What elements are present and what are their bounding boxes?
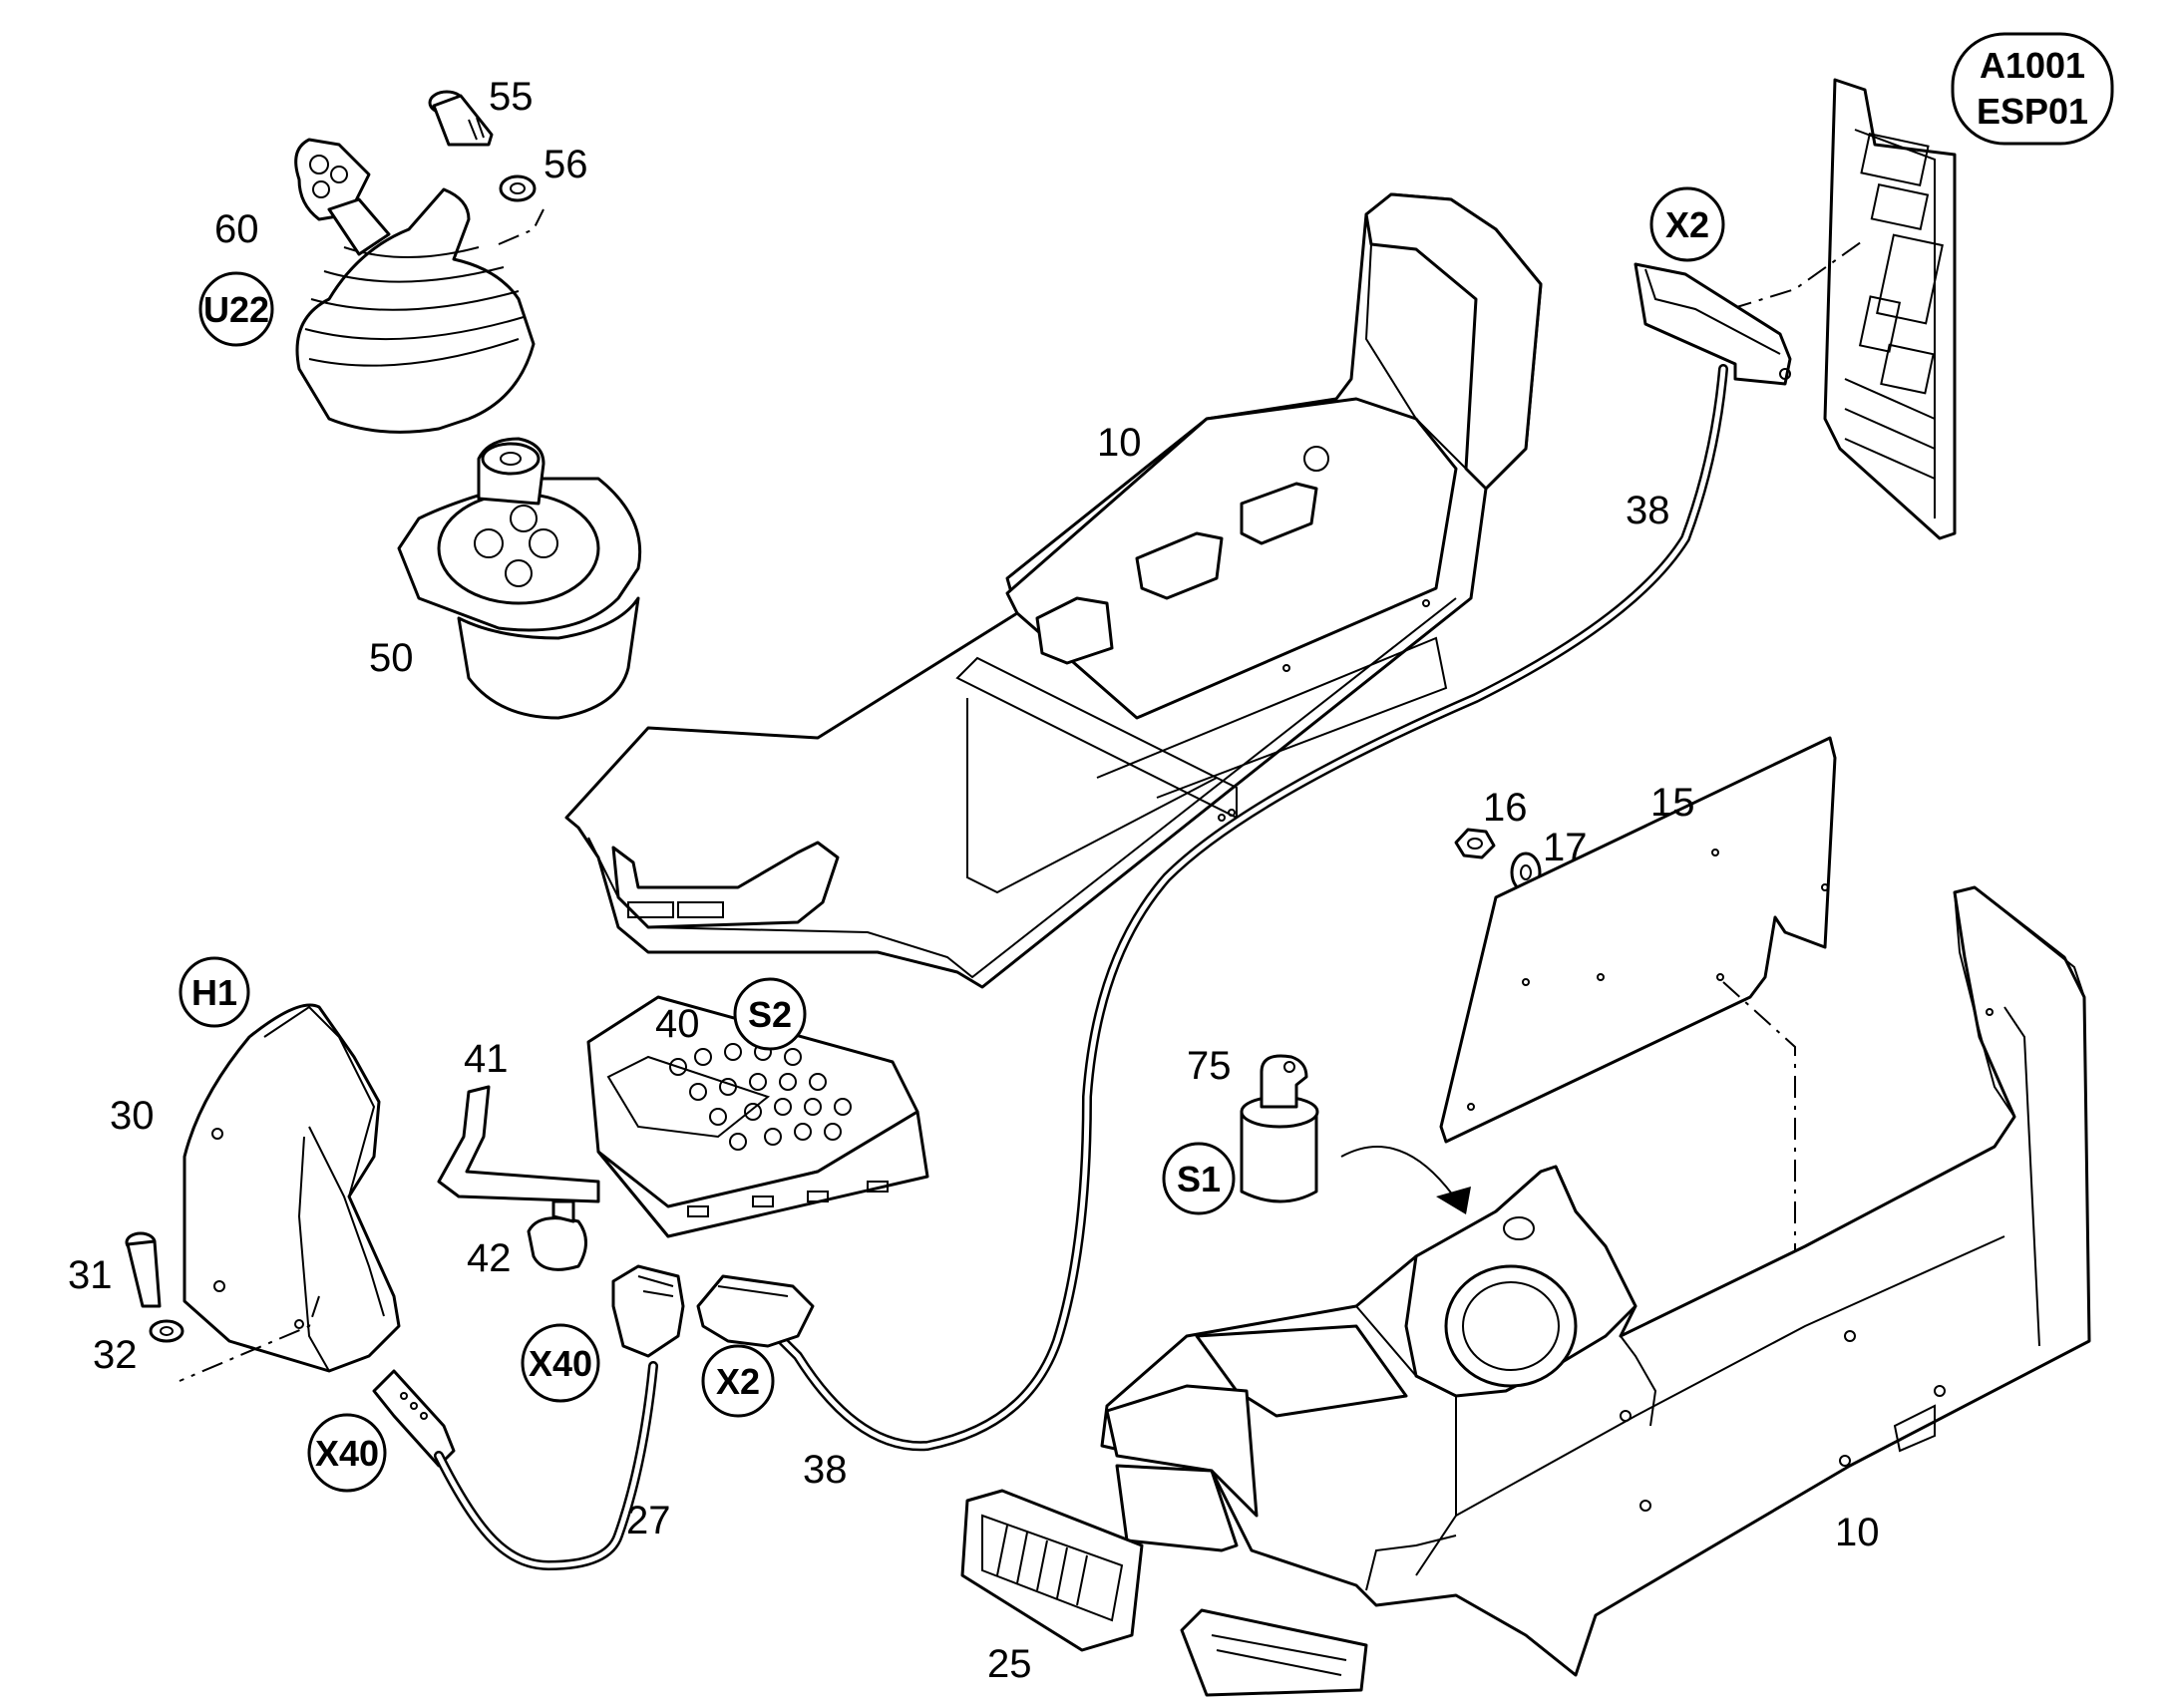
nut-16 [1454,828,1496,859]
vent-grille-25 [960,1489,1144,1652]
joystick-base-50 [397,437,642,720]
item-number-15: 15 [1650,781,1695,825]
ref-bubble-s2: S2 [733,977,807,1051]
item-number-17: 17 [1543,826,1588,869]
display-unit-h1 [182,1003,401,1373]
item-number-38-bottom: 38 [803,1448,848,1492]
item-number-56: 56 [544,143,588,186]
item-number-31: 31 [68,1253,113,1297]
cable-27 [434,1361,658,1571]
connector-x40-right [611,1264,685,1358]
item-number-38-top: 38 [1626,489,1670,532]
screw-31 [125,1231,162,1308]
ref-bubble-x40-right: X40 [521,1323,600,1403]
joystick-handle [294,138,536,434]
svg-text:S1: S1 [1177,1159,1221,1199]
lower-console-10 [1100,885,2091,1677]
svg-text:X40: X40 [529,1343,592,1384]
item-number-10-bottom: 10 [1835,1511,1880,1554]
item-number-42: 42 [467,1236,512,1280]
ref-bubble-x2-top: X2 [1649,186,1725,262]
item-number-50: 50 [369,636,414,680]
connector-x2-top [1634,262,1792,386]
svg-text:ESP01: ESP01 [1977,91,2088,132]
screw-55 [428,90,494,147]
bracket-41 [437,1085,600,1203]
svg-text:A1001: A1001 [1980,45,2085,86]
cable-38 [773,364,1728,1452]
toggle-switch-grid [669,1043,852,1151]
ref-bubble-x2-bottom: X2 [701,1344,775,1418]
item-number-60: 60 [214,207,259,251]
svg-text:X40: X40 [315,1433,379,1474]
ref-bubble-x40-left: X40 [307,1413,387,1493]
svg-text:S2: S2 [748,994,792,1035]
item-number-41: 41 [464,1037,509,1081]
item-number-10-top: 10 [1097,421,1142,465]
switch-panel-s2 [586,995,929,1238]
ref-bubble-s1: S1 [1162,1142,1236,1215]
connector-x40-left [372,1369,456,1468]
washer-56 [499,174,537,202]
svg-text:X2: X2 [1665,204,1709,245]
plate-15 [1439,736,1837,1144]
item-number-40: 40 [655,1002,700,1046]
item-number-27: 27 [626,1499,671,1542]
connector-x2-bottom [696,1274,815,1348]
item-number-16: 16 [1483,786,1528,830]
ref-bubble-a1001: A1001 ESP01 [1951,32,2114,146]
svg-text:X2: X2 [716,1361,760,1402]
item-number-55: 55 [489,75,534,119]
upper-console-10 [564,192,1543,989]
item-number-30: 30 [110,1094,155,1138]
ref-bubble-u22: U22 [198,271,274,347]
ref-bubble-h1: H1 [179,956,250,1028]
svg-text:U22: U22 [203,289,269,330]
item-number-32: 32 [93,1333,138,1377]
vent-grille-small [1180,1608,1368,1697]
item-number-25: 25 [987,1642,1032,1686]
key-switch-s1 [1240,1054,1319,1203]
svg-text:H1: H1 [191,972,237,1013]
knob-42 [527,1199,587,1271]
control-module-a1001 [1823,78,1957,540]
washer-32 [149,1319,184,1343]
item-number-75: 75 [1187,1044,1232,1088]
